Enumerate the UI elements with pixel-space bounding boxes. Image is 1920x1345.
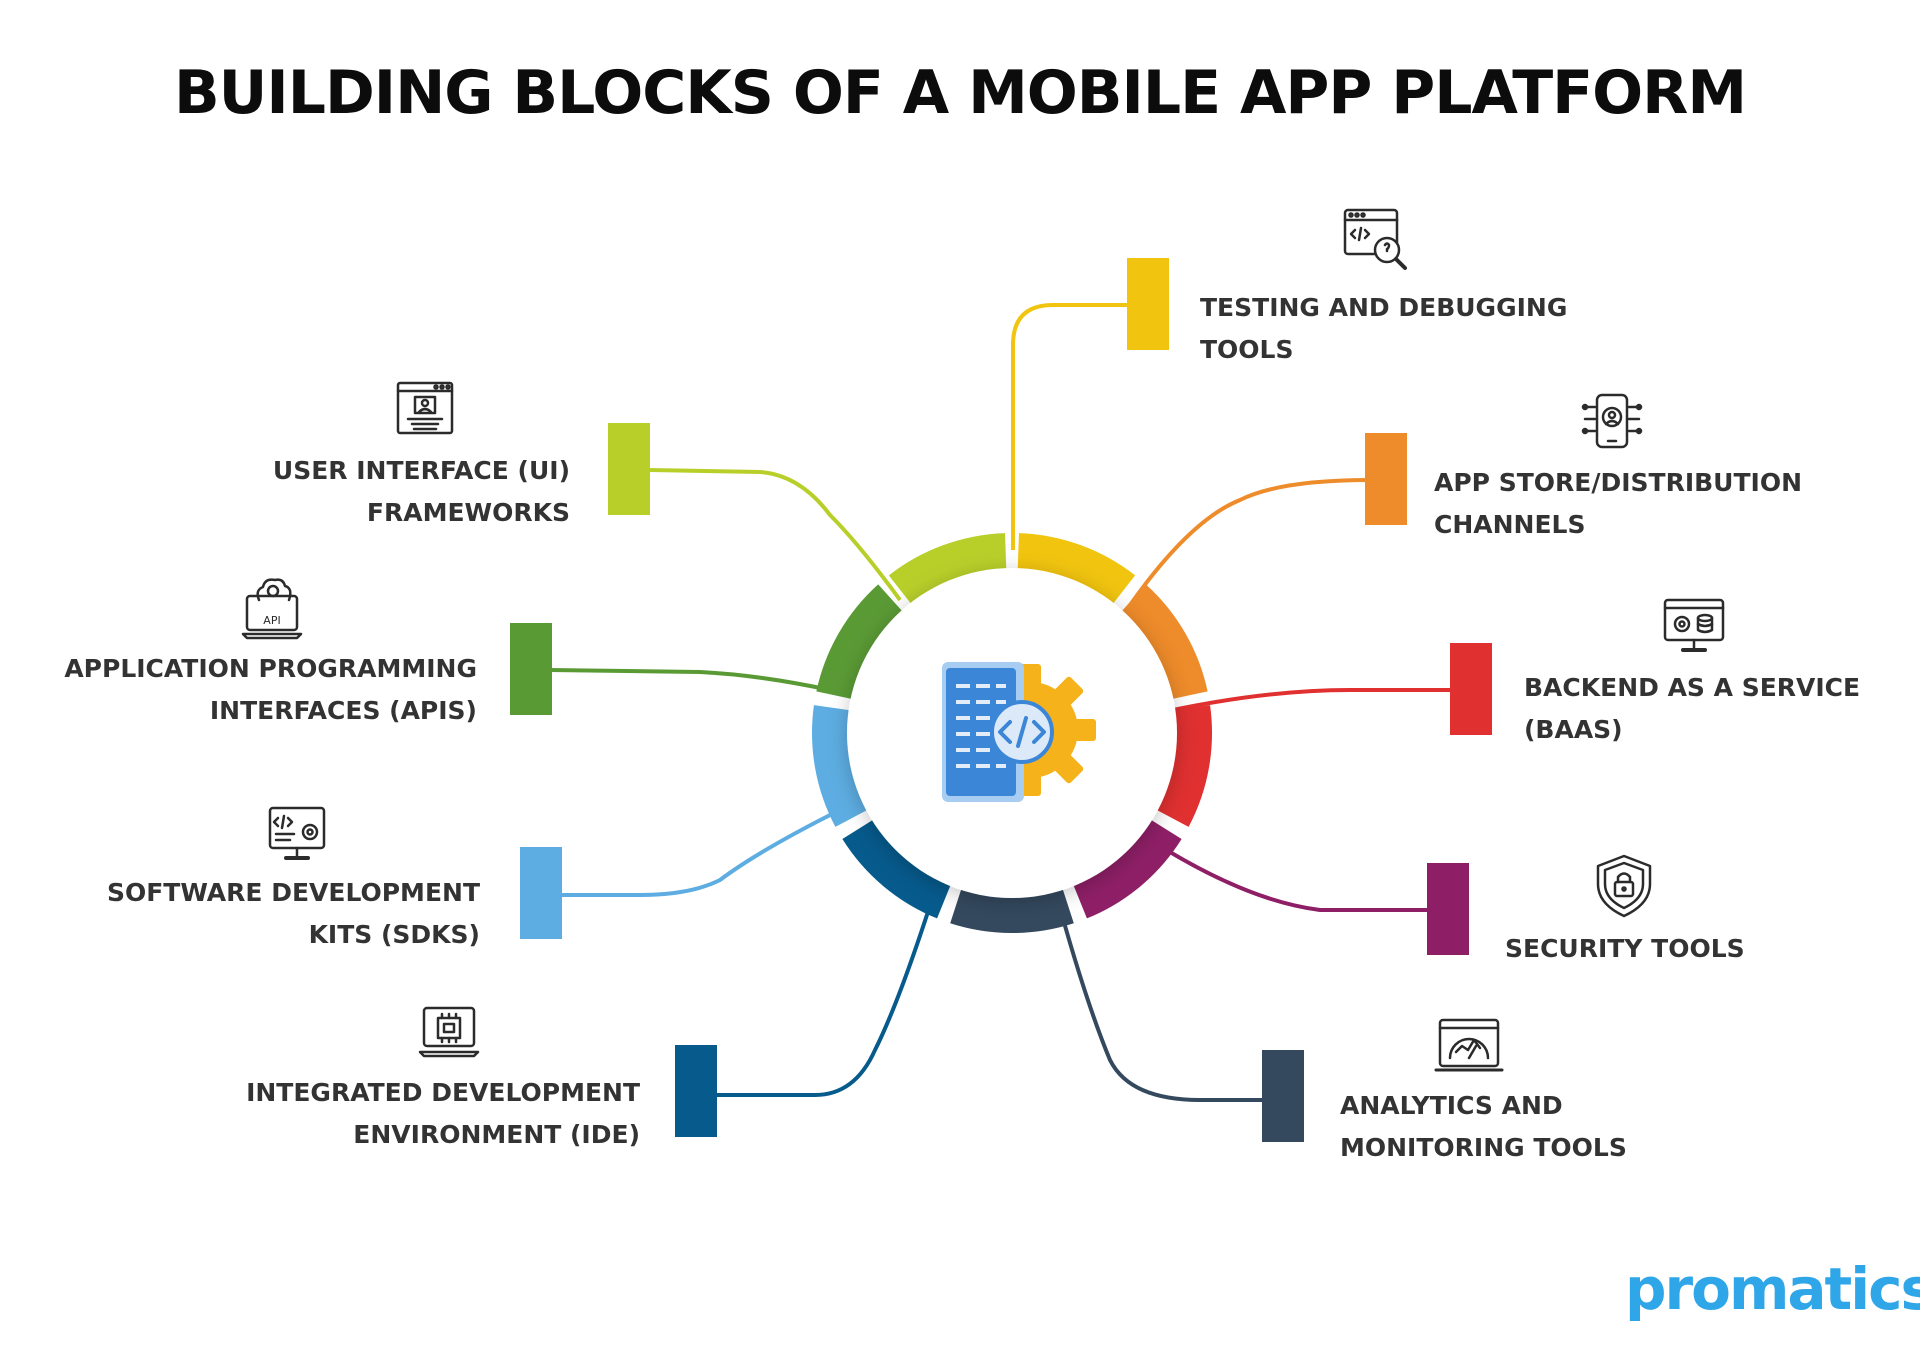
bar-testing: [1127, 258, 1169, 350]
monitor-code-gear-icon: [268, 806, 326, 860]
bar-api: [510, 623, 552, 715]
ring-segment-security: [1071, 817, 1182, 919]
laptop-chip-icon: [418, 1006, 480, 1058]
mobile-code-gear-icon: [942, 662, 1096, 802]
bar-analytics: [1262, 1050, 1304, 1142]
bar-ide: [675, 1045, 717, 1137]
ring-segment-appstore: [1119, 584, 1208, 700]
segment-ring: [812, 533, 1212, 933]
bar-appstore: [1365, 433, 1407, 525]
monitor-database-icon: [1663, 598, 1725, 652]
browser-window-icon: [396, 381, 454, 435]
connector-analytics: [1053, 889, 1265, 1102]
bar-security: [1427, 863, 1469, 955]
connector-testing: [1011, 303, 1130, 550]
label-ui: USER INTERFACE (UI)FRAMEWORKS: [272, 456, 570, 527]
page-title: BUILDING BLOCKS OF A MOBILE APP PLATFORM: [173, 58, 1747, 128]
connector-ide: [715, 889, 937, 1097]
code-magnifier-icon: [1343, 208, 1407, 270]
connector-appstore: [1128, 478, 1371, 607]
bar-baas: [1450, 643, 1492, 735]
label-baas: BACKEND AS A SERVICE(BAAS): [1524, 673, 1861, 744]
connector-baas: [1149, 688, 1450, 717]
connector-security: [1133, 828, 1435, 912]
ring-segment-baas: [1153, 705, 1212, 827]
connector-ui: [649, 468, 902, 602]
smartphone-user-icon: [1581, 393, 1643, 449]
ring-segment-api: [816, 584, 905, 700]
ring-segment-ide: [842, 817, 953, 919]
ring-segment-analytics: [950, 885, 1074, 933]
connector-sdk: [560, 808, 841, 897]
bar-ui: [608, 423, 650, 515]
ring-segment-sdk: [812, 705, 871, 827]
promatics-logo: promatics: [1625, 1255, 1920, 1323]
shield-lock-icon: [1596, 854, 1652, 918]
dashboard-gauge-icon: [1434, 1018, 1504, 1072]
laptop-cloud-api-icon: [241, 578, 303, 640]
api-icon-text: API: [263, 614, 280, 627]
end-bars: [510, 258, 1492, 1142]
ring-segment-testing: [1017, 533, 1136, 607]
ring-segment-ui: [888, 533, 1007, 607]
connector-api: [549, 668, 831, 692]
bar-sdk: [520, 847, 562, 939]
label-security: SECURITY TOOLS: [1505, 934, 1745, 963]
